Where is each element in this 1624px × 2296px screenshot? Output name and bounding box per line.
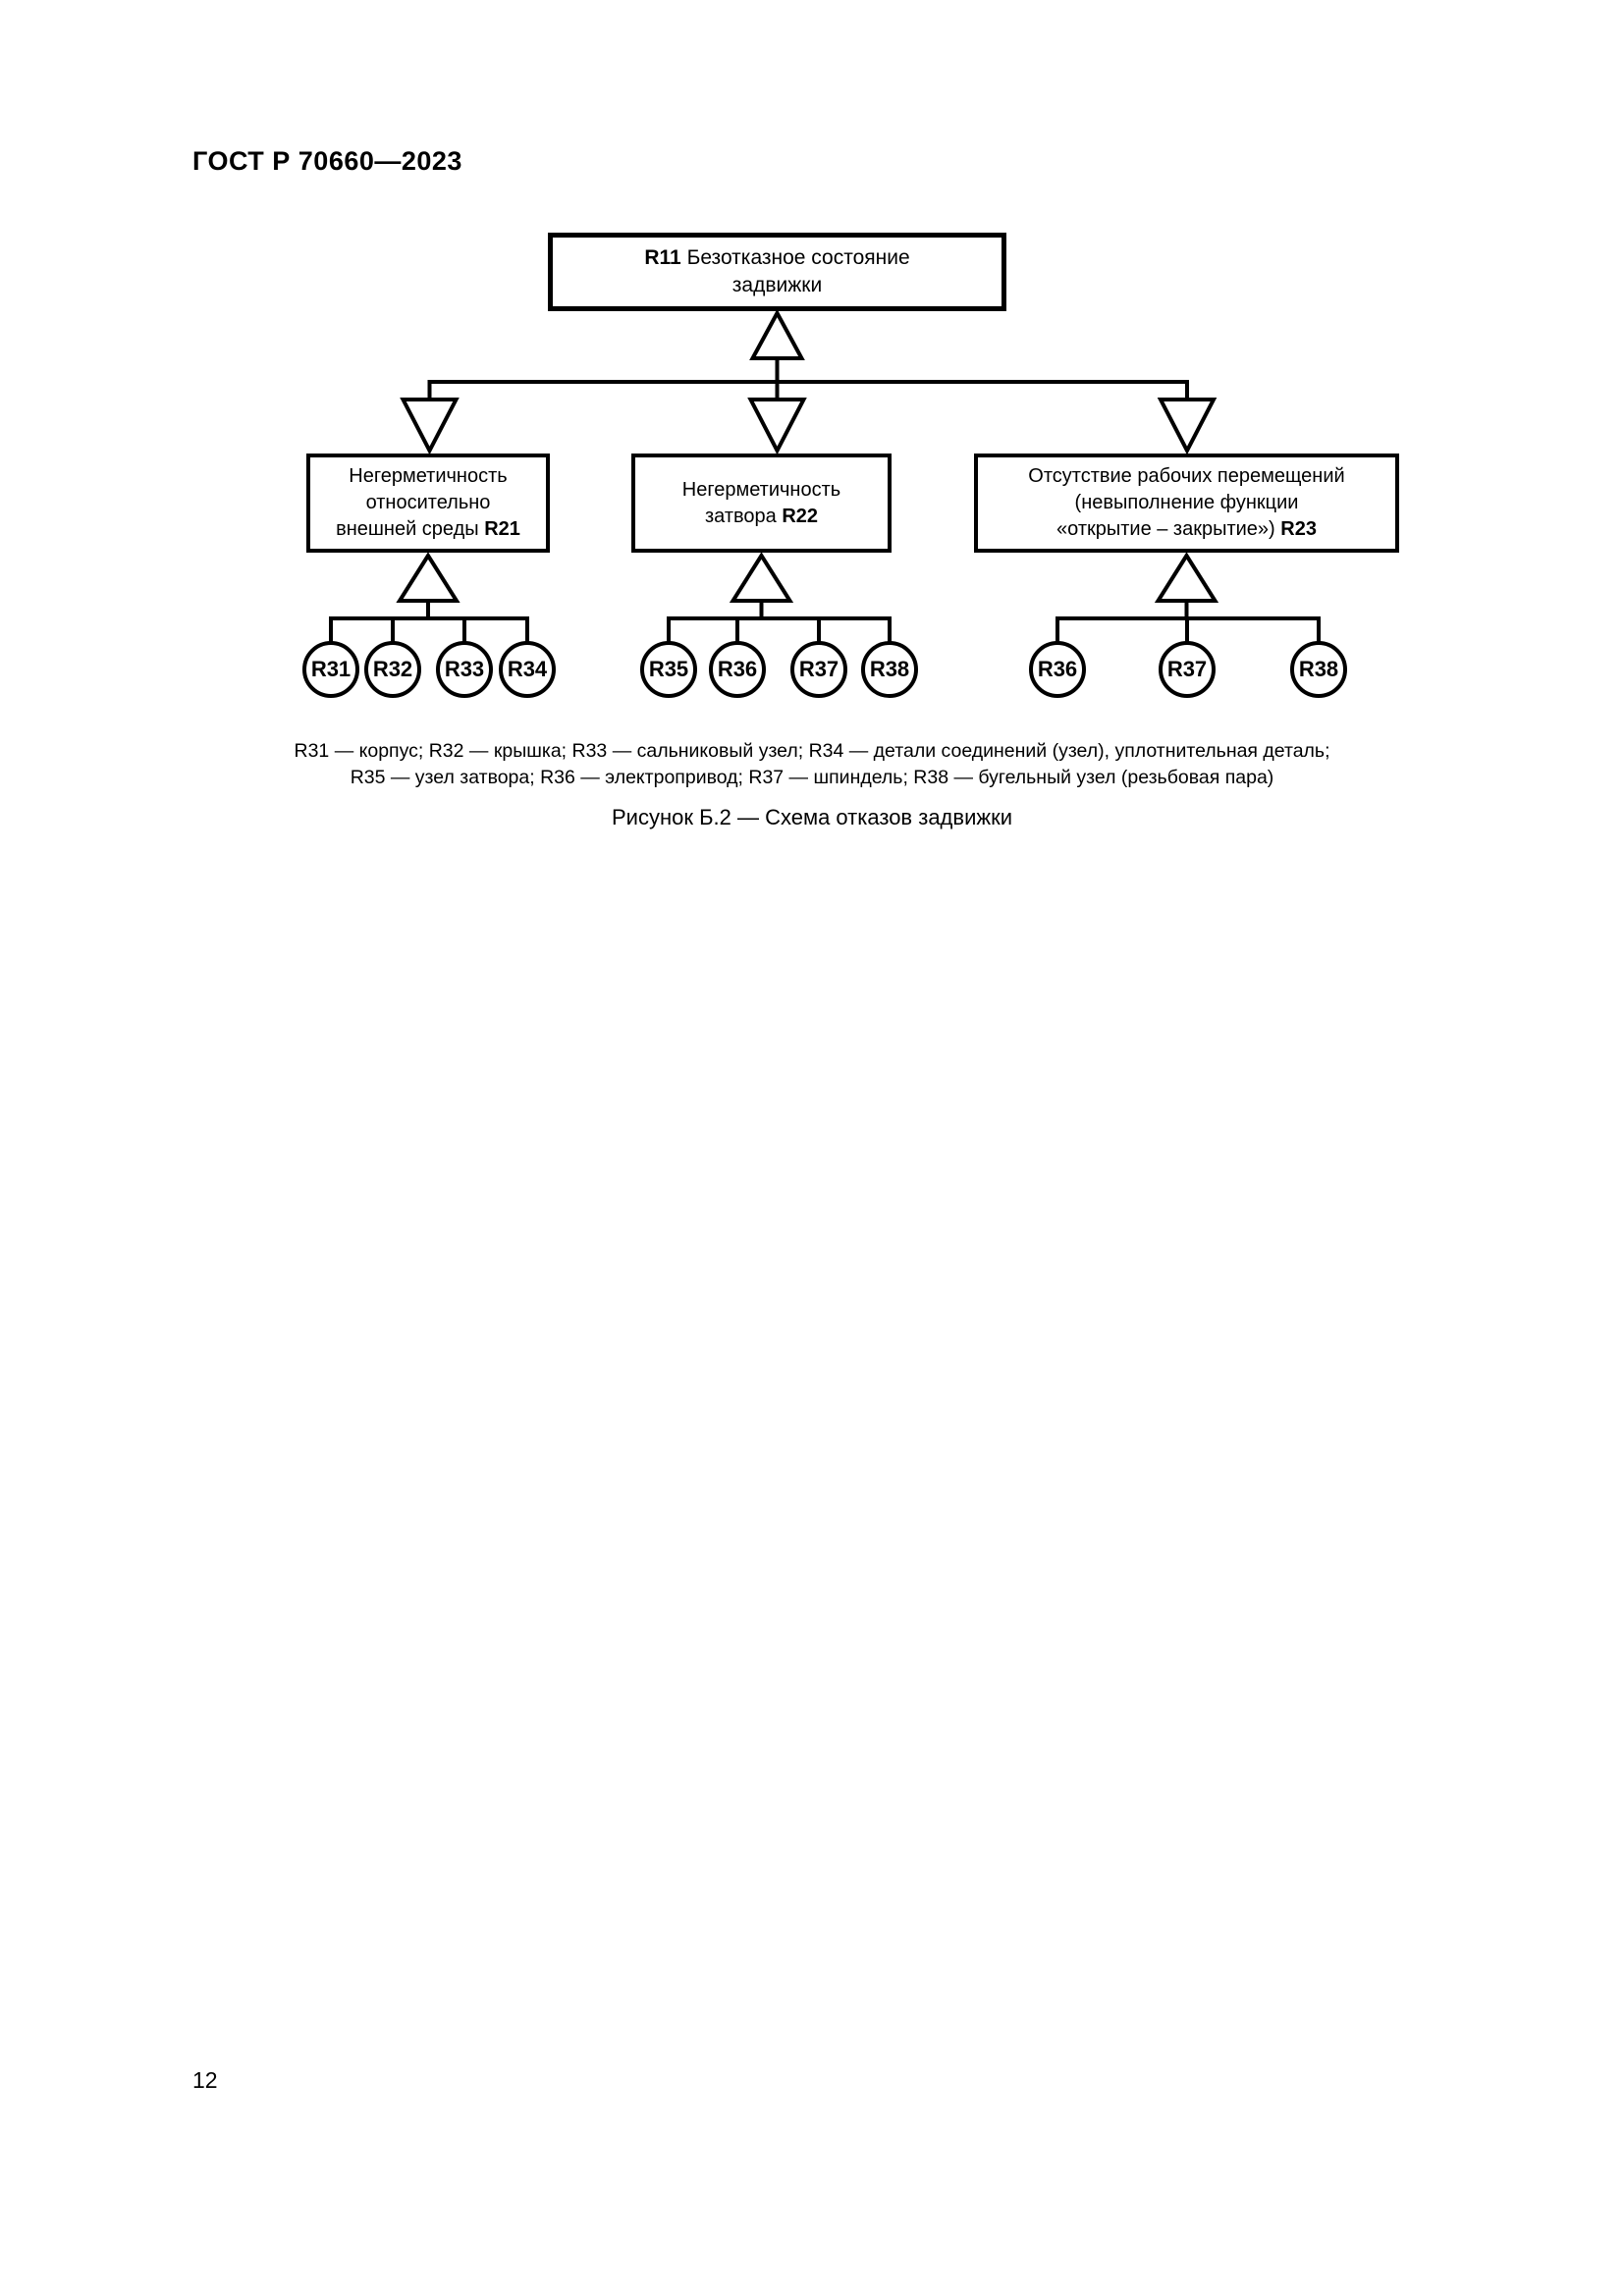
branch-r21-line1: Негерметичность (349, 465, 508, 487)
transfer-triangle-down-r22 (747, 398, 807, 455)
leaf-bus-group1 (329, 599, 529, 644)
branch-bus-lines (427, 356, 1189, 402)
transfer-triangle-up-r22 (729, 552, 794, 603)
document-header: ГОСТ Р 70660—2023 (192, 146, 462, 176)
node-root-line2: задвижки (731, 274, 823, 296)
leaf-node-g2-r35: R35 (640, 641, 697, 698)
node-root-r11: R11 Безотказное состояние задвижки (548, 233, 1006, 311)
branch-r23-code: R23 (1280, 518, 1317, 540)
leaf-bus-group2 (667, 599, 892, 644)
transfer-triangle-up-r21 (396, 552, 460, 603)
transfer-triangle-up-r23 (1154, 552, 1219, 603)
branch-r21-line3: внешней среды R21 (336, 516, 520, 543)
branch-r22-line2: затвора R22 (705, 504, 818, 530)
branch-r21-code: R21 (484, 518, 520, 540)
node-root-code: R11 (644, 246, 681, 269)
leaf-node-g3-r37: R37 (1159, 641, 1216, 698)
leaf-node-g2-r37: R37 (790, 641, 847, 698)
leaf-node-g1-r32: R32 (364, 641, 421, 698)
figure-caption: Рисунок Б.2 — Схема отказов задвижки (611, 805, 1012, 829)
figure-legend-line2: R35 — узел затвора; R36 — электропривод;… (350, 767, 1274, 788)
leaf-node-g1-r33: R33 (436, 641, 493, 698)
branch-r23-line3: «открытие – закрытие») R23 (1056, 516, 1317, 543)
node-root-text: Безотказное состояние (686, 246, 910, 269)
node-branch-r22: Негерметичность затвора R22 (631, 454, 892, 553)
page-number: 12 (192, 2067, 218, 2093)
leaf-node-g1-r31: R31 (302, 641, 359, 698)
branch-r22-text: затвора (704, 505, 777, 527)
branch-r21-text: внешней среды (336, 518, 479, 540)
transfer-triangle-down-r21 (400, 398, 460, 455)
branch-r23-line1: Отсутствие рабочих перемещений (1028, 465, 1345, 487)
transfer-triangle-down-r23 (1157, 398, 1218, 455)
figure-legend-line1: R31 — корпус; R32 — крышка; R33 — сальни… (294, 740, 1330, 762)
branch-r22-line1: Негерметичность (681, 478, 841, 501)
leaf-node-g2-r36: R36 (709, 641, 766, 698)
branch-r23-line2: (невыполнение функции (1074, 492, 1299, 513)
branch-r23-text: «открытие – закрытие») (1056, 518, 1275, 540)
leaf-node-g1-r34: R34 (499, 641, 556, 698)
branch-r22-code: R22 (782, 505, 819, 527)
transfer-triangle-up-root (749, 308, 805, 360)
node-root-line1: R11 Безотказное состояние (644, 244, 909, 272)
leaf-node-g3-r36: R36 (1029, 641, 1086, 698)
leaf-node-g3-r38: R38 (1290, 641, 1347, 698)
node-branch-r21: Негерметичность относительно внешней сре… (306, 454, 550, 553)
node-branch-r23: Отсутствие рабочих перемещений (невыполн… (974, 454, 1399, 553)
branch-r21-line2: относительно (365, 492, 491, 513)
leaf-bus-group3 (1056, 599, 1321, 644)
leaf-node-g2-r38: R38 (861, 641, 918, 698)
fault-tree-connectors (329, 308, 1321, 644)
figure-legend: R31 — корпус; R32 — крышка; R33 — сальни… (0, 738, 1624, 791)
